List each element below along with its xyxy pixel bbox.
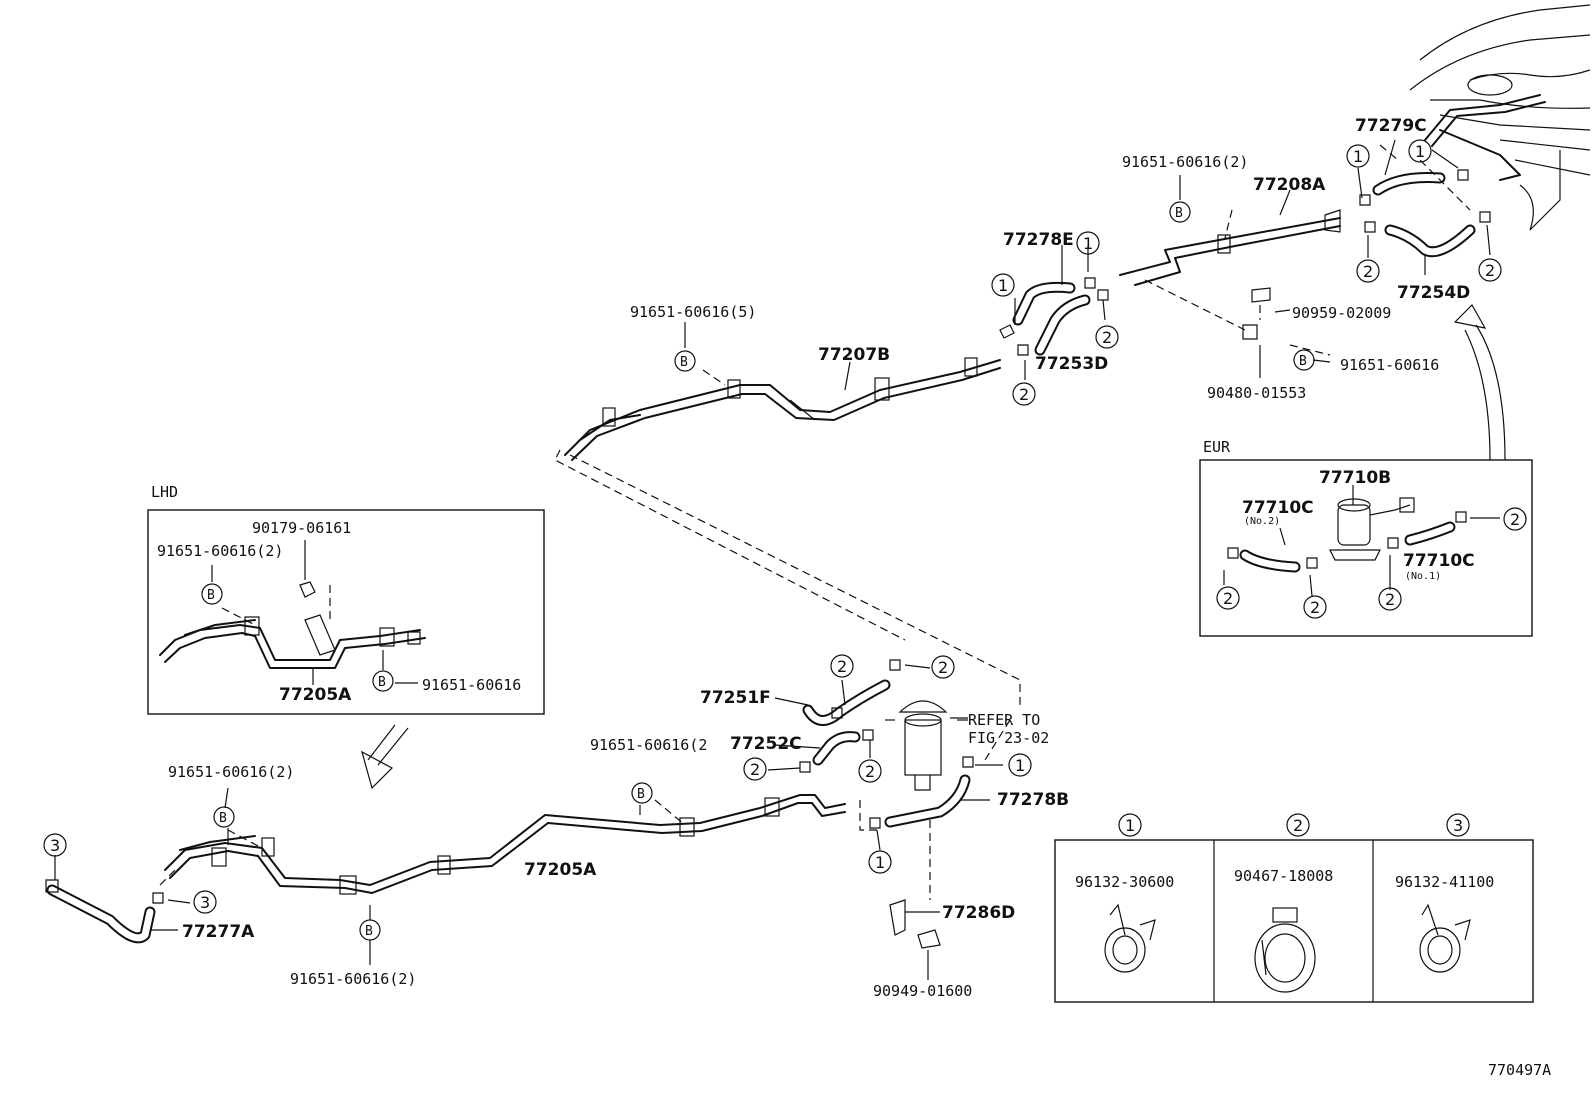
callout-2: 2 bbox=[1385, 590, 1395, 609]
callout-3: 3 bbox=[50, 836, 60, 855]
small-clamps bbox=[999, 169, 1491, 356]
callout-2: 2 bbox=[1485, 261, 1495, 280]
clamp-1-icon bbox=[1104, 903, 1156, 973]
dashed-leaders bbox=[159, 144, 1471, 900]
label-77207B: 77207B bbox=[818, 345, 890, 365]
callout-1: 1 bbox=[1015, 756, 1025, 775]
legend-key-3: 3 bbox=[1453, 816, 1463, 835]
callout-2: 2 bbox=[1019, 385, 1029, 404]
diagram-ref-code: 770497A bbox=[1488, 1061, 1551, 1079]
callout-b: B bbox=[365, 924, 373, 939]
callouts-numbered: 1 1 1 1 1 1 2 2 2 2 2 2 2 2 2 2 2 2 3 3 bbox=[43, 139, 1527, 914]
label-77205A: 77205A bbox=[524, 860, 597, 880]
label-91651-60616-lhd: 91651-60616 bbox=[422, 676, 521, 694]
callouts-b: B B B B B B B B bbox=[201, 201, 1315, 941]
callout-b: B bbox=[1299, 354, 1307, 369]
clamp-2-icon bbox=[1254, 907, 1316, 993]
vacuum-valve-component bbox=[885, 700, 968, 791]
eur-inset bbox=[1199, 459, 1533, 637]
callout-2: 2 bbox=[1223, 589, 1233, 608]
label-77208A: 77208A bbox=[1253, 175, 1326, 195]
label-77277A: 77277A bbox=[182, 922, 255, 942]
callout-2: 2 bbox=[1102, 328, 1112, 347]
label-77253D: 77253D bbox=[1035, 354, 1108, 374]
lhd-title: LHD bbox=[151, 483, 178, 501]
leader-lines bbox=[54, 139, 1491, 965]
label-90480-01553: 90480-01553 bbox=[1207, 384, 1306, 402]
callout-2: 2 bbox=[1310, 598, 1320, 617]
label-77252C: 77252C bbox=[730, 734, 802, 754]
pipe-77208A bbox=[1119, 209, 1341, 286]
label-77278E: 77278E bbox=[1003, 230, 1074, 250]
clamp-3-icon bbox=[1419, 903, 1471, 973]
label-no2: (No.2) bbox=[1244, 516, 1280, 527]
eur-title: EUR bbox=[1203, 438, 1231, 456]
label-77205A-lhd: 77205A bbox=[279, 685, 352, 705]
label-refer-line1: REFER TO bbox=[968, 711, 1040, 729]
pipe-77207B bbox=[564, 357, 1001, 461]
callout-b: B bbox=[1175, 206, 1183, 221]
label-refer-line2: FIG 23-02 bbox=[968, 729, 1049, 747]
callout-1: 1 bbox=[875, 853, 885, 872]
label-77251F: 77251F bbox=[700, 688, 771, 708]
callout-b: B bbox=[378, 675, 386, 690]
label-91651-60616-2-top: 91651-60616(2) bbox=[1122, 153, 1248, 171]
clamp-legend: 1 2 3 96132-30600 90467-18008 96132-4110… bbox=[1054, 813, 1534, 1003]
callout-b: B bbox=[637, 787, 645, 802]
callout-3: 3 bbox=[200, 893, 210, 912]
fuel-tank-illustration bbox=[1409, 4, 1591, 231]
callout-1: 1 bbox=[1083, 234, 1093, 253]
hoses-bottom bbox=[45, 659, 974, 944]
label-77286D: 77286D bbox=[942, 903, 1015, 923]
pipe-77205A bbox=[164, 794, 846, 895]
label-91651-60616-2-lhd: 91651-60616(2) bbox=[157, 542, 283, 560]
callout-b: B bbox=[207, 588, 215, 603]
bracket-77286D bbox=[889, 899, 941, 980]
callout-2: 2 bbox=[865, 762, 875, 781]
label-77278B: 77278B bbox=[997, 790, 1069, 810]
callout-2: 2 bbox=[837, 657, 847, 676]
legend-part-2: 90467-18008 bbox=[1234, 867, 1333, 885]
label-no1: (No.1) bbox=[1405, 571, 1441, 582]
legend-key-1: 1 bbox=[1125, 816, 1135, 835]
callout-1: 1 bbox=[998, 276, 1008, 295]
arrow-down-indicator bbox=[361, 724, 409, 790]
label-91651-60616-right: 91651-60616 bbox=[1340, 356, 1439, 374]
callout-b: B bbox=[219, 811, 227, 826]
label-90959-02009: 90959-02009 bbox=[1292, 304, 1391, 322]
legend-key-2: 2 bbox=[1293, 816, 1303, 835]
label-91651-60616-2-bottom: 91651-60616(2) bbox=[290, 970, 416, 988]
label-77279C: 77279C bbox=[1355, 116, 1427, 136]
legend-part-1: 96132-30600 bbox=[1075, 873, 1174, 891]
callout-b: B bbox=[680, 355, 688, 370]
label-77710B: 77710B bbox=[1319, 468, 1391, 488]
label-91651-60616-2-left: 91651-60616(2) bbox=[168, 763, 294, 781]
callout-1: 1 bbox=[1415, 142, 1425, 161]
label-77710C-no1: 77710C bbox=[1403, 551, 1475, 571]
label-90949-01600: 90949-01600 bbox=[873, 982, 972, 1000]
label-77254D: 77254D bbox=[1397, 283, 1470, 303]
label-77710C-no2: 77710C bbox=[1242, 498, 1314, 518]
arrow-up-indicator bbox=[1453, 304, 1506, 461]
label-91651-60616-2-mid: 91651-60616(2 bbox=[590, 736, 707, 754]
label-90179-06161: 90179-06161 bbox=[252, 519, 351, 537]
callout-2: 2 bbox=[750, 760, 760, 779]
callout-1: 1 bbox=[1353, 147, 1363, 166]
lhd-inset bbox=[147, 509, 545, 715]
callout-2: 2 bbox=[1363, 262, 1373, 281]
label-91651-60616-5: 91651-60616(5) bbox=[630, 303, 756, 321]
callout-2: 2 bbox=[938, 658, 948, 677]
part-labels: 91651-60616(5) 77207B 77278E 77253D 9165… bbox=[151, 116, 1551, 1079]
hoses-top bbox=[1012, 172, 1476, 356]
legend-part-3: 96132-41100 bbox=[1395, 873, 1494, 891]
callout-2: 2 bbox=[1510, 510, 1520, 529]
